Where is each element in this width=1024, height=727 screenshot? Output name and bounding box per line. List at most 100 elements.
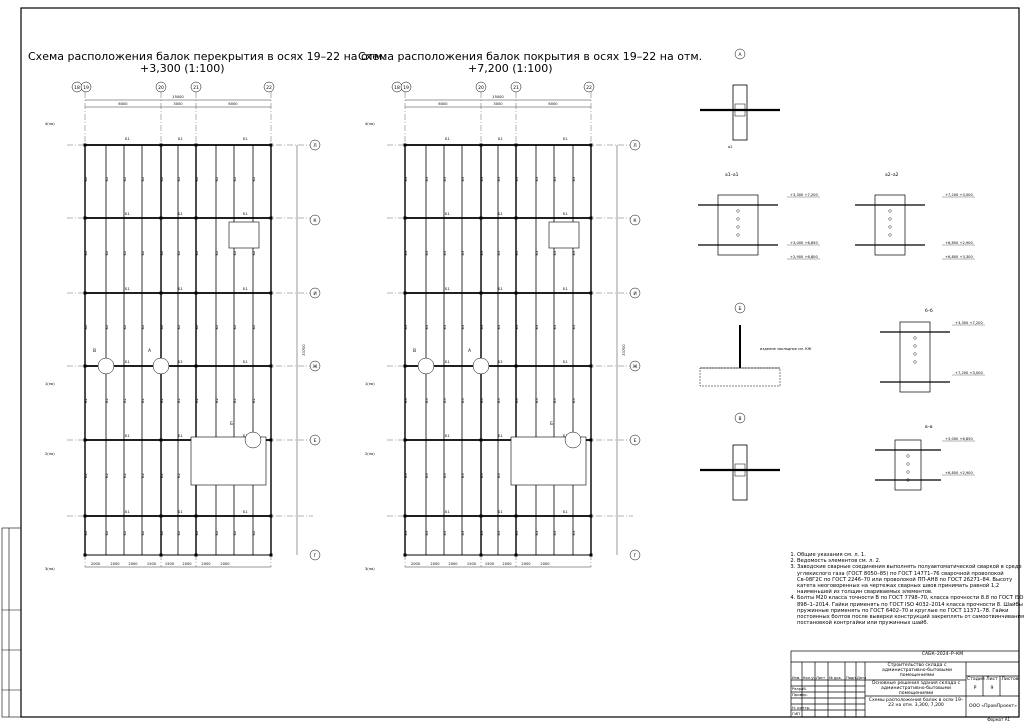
beam-label-girder: Б1: [445, 434, 450, 438]
detail-v-label: В: [738, 416, 741, 422]
axis-Л-label: Л: [633, 143, 636, 149]
beam-label-girder: Б1: [178, 287, 183, 291]
callout-ring-bubble: [417, 357, 435, 375]
beam-label-girder: Б1: [563, 137, 568, 141]
elevation-mark: +7,200 +3,000: [955, 371, 983, 375]
beam-label-secondary: Б2: [123, 251, 127, 256]
beam-label-girder: Б1: [125, 510, 130, 514]
beam-label-secondary: Б3: [553, 325, 557, 330]
section-a1-bolt: [736, 209, 740, 213]
beam-label-secondary: Б3: [553, 398, 557, 403]
beam-label-secondary: Б3: [572, 251, 576, 256]
section-vv-bolt: [906, 478, 910, 482]
section-a2-bolt: [888, 209, 892, 213]
beam-label-secondary: Б2: [160, 177, 164, 182]
beam-label-girder: Б1: [563, 360, 568, 364]
beam-label-secondary: Б3: [515, 325, 519, 330]
beam-label-secondary: Б3: [404, 325, 408, 330]
titleblock-col-header: Лист: [816, 676, 826, 680]
sheet-frame: [20, 7, 1020, 718]
section-a1-bolt: [736, 217, 740, 221]
section-mark-left: 2(па): [365, 452, 375, 456]
beam-label-secondary: Б3: [497, 398, 501, 403]
beam-label-secondary: Б3: [515, 398, 519, 403]
callout-ring-bubble: [564, 431, 582, 449]
embed-note: изделие закладное см. КЖ: [760, 347, 812, 351]
dim-overall-vertical: 33700: [622, 344, 626, 356]
beam-label-secondary: Б2: [141, 177, 145, 182]
titleblock-col-header: Изм.: [792, 676, 801, 680]
note-item: Ведомость элементов см. л. 2.: [797, 558, 1024, 564]
side-stamp: [1, 527, 22, 718]
beam-label-secondary: Б3: [461, 473, 465, 478]
axis-Л-bubble: [629, 139, 641, 151]
callout-label: А: [148, 348, 152, 354]
note-item: Болты М20 класса точности В по ГОСТ 7798…: [797, 595, 1024, 626]
beam-label-secondary: Б3: [461, 177, 465, 182]
detail-b-bubble: [734, 302, 746, 314]
beam-label-secondary: Б2: [233, 177, 237, 182]
beam-label-secondary: Б3: [443, 251, 447, 256]
axis-22-bubble: [263, 81, 275, 93]
beam-label-girder: Б1: [445, 137, 450, 141]
section-a1-bolt: [736, 225, 740, 229]
beam-label-secondary: Б2: [233, 398, 237, 403]
beam-label-girder: Б1: [243, 360, 248, 364]
note-item: Заводские сварные соединения выполнять п…: [797, 564, 1024, 595]
dim-bottom: 2000: [201, 562, 211, 566]
stage-value: Р: [973, 686, 977, 691]
axis-19-label: 19: [403, 85, 409, 91]
detail-a-label: А: [738, 52, 742, 58]
beam-label-secondary: Б2: [177, 531, 181, 536]
beam-label-secondary: Б2: [252, 325, 256, 330]
dim-bottom: 1500: [165, 562, 175, 566]
axis-К-label: К: [313, 218, 317, 224]
beam-label-girder: Б1: [563, 510, 568, 514]
beam-label-secondary: Б2: [84, 325, 88, 330]
titleblock-col-header: № док.: [829, 676, 842, 680]
axis-Ж-bubble: [309, 360, 321, 372]
beam-label-girder: Б1: [178, 212, 183, 216]
beam-label-secondary: Б2: [105, 325, 109, 330]
beam-label-secondary: Б2: [252, 398, 256, 403]
beam-label-secondary: Б3: [461, 251, 465, 256]
detail-b-label: Б: [738, 306, 741, 312]
section-mark-left: 3(па): [365, 567, 375, 571]
callout-label: Б: [550, 421, 553, 427]
beam-label-secondary: Б2: [123, 531, 127, 536]
dim-bottom: 2000: [430, 562, 440, 566]
dim-bottom: 2000: [128, 562, 138, 566]
beam-label-secondary: Б2: [123, 325, 127, 330]
beam-label-girder: Б1: [498, 360, 503, 364]
dim-bottom: 1500: [467, 562, 477, 566]
beam-label-secondary: Б3: [404, 531, 408, 536]
beam-label-secondary: Б2: [123, 473, 127, 478]
dim-bottom: 2000: [411, 562, 421, 566]
beam-label-secondary: Б3: [425, 531, 429, 536]
beam-label-girder: Б1: [243, 287, 248, 291]
beam-label-secondary: Б2: [233, 251, 237, 256]
beam-label-girder: Б1: [498, 434, 503, 438]
beam-label-secondary: Б3: [480, 251, 484, 256]
titleblock-role: Провер.: [792, 692, 808, 697]
beam-label-secondary: Б2: [215, 251, 219, 256]
elevation-mark: +3,300 +7,200: [955, 321, 983, 325]
dim-bottom: 2000: [110, 562, 120, 566]
note-item: Общие указания см. л. 1.: [797, 552, 1024, 558]
beam-label-secondary: Б2: [105, 177, 109, 182]
general-notes: Общие указания см. л. 1.Ведомость элемен…: [786, 552, 1024, 626]
axis-Е-label: Е: [634, 438, 637, 444]
column: [83, 364, 87, 368]
axis-20-label: 20: [478, 85, 484, 91]
beam-label-secondary: Б3: [535, 177, 539, 182]
beam-label-secondary: Б3: [443, 177, 447, 182]
elevation-mark: +6,850 +2,900: [945, 471, 973, 475]
beam-label-girder: Б1: [243, 137, 248, 141]
beam-label-secondary: Б3: [572, 177, 576, 182]
beam-label-girder: Б1: [243, 510, 248, 514]
axis-21-bubble: [190, 81, 202, 93]
beam-label-secondary: Б3: [480, 473, 484, 478]
beam-label-girder: Б1: [243, 212, 248, 216]
